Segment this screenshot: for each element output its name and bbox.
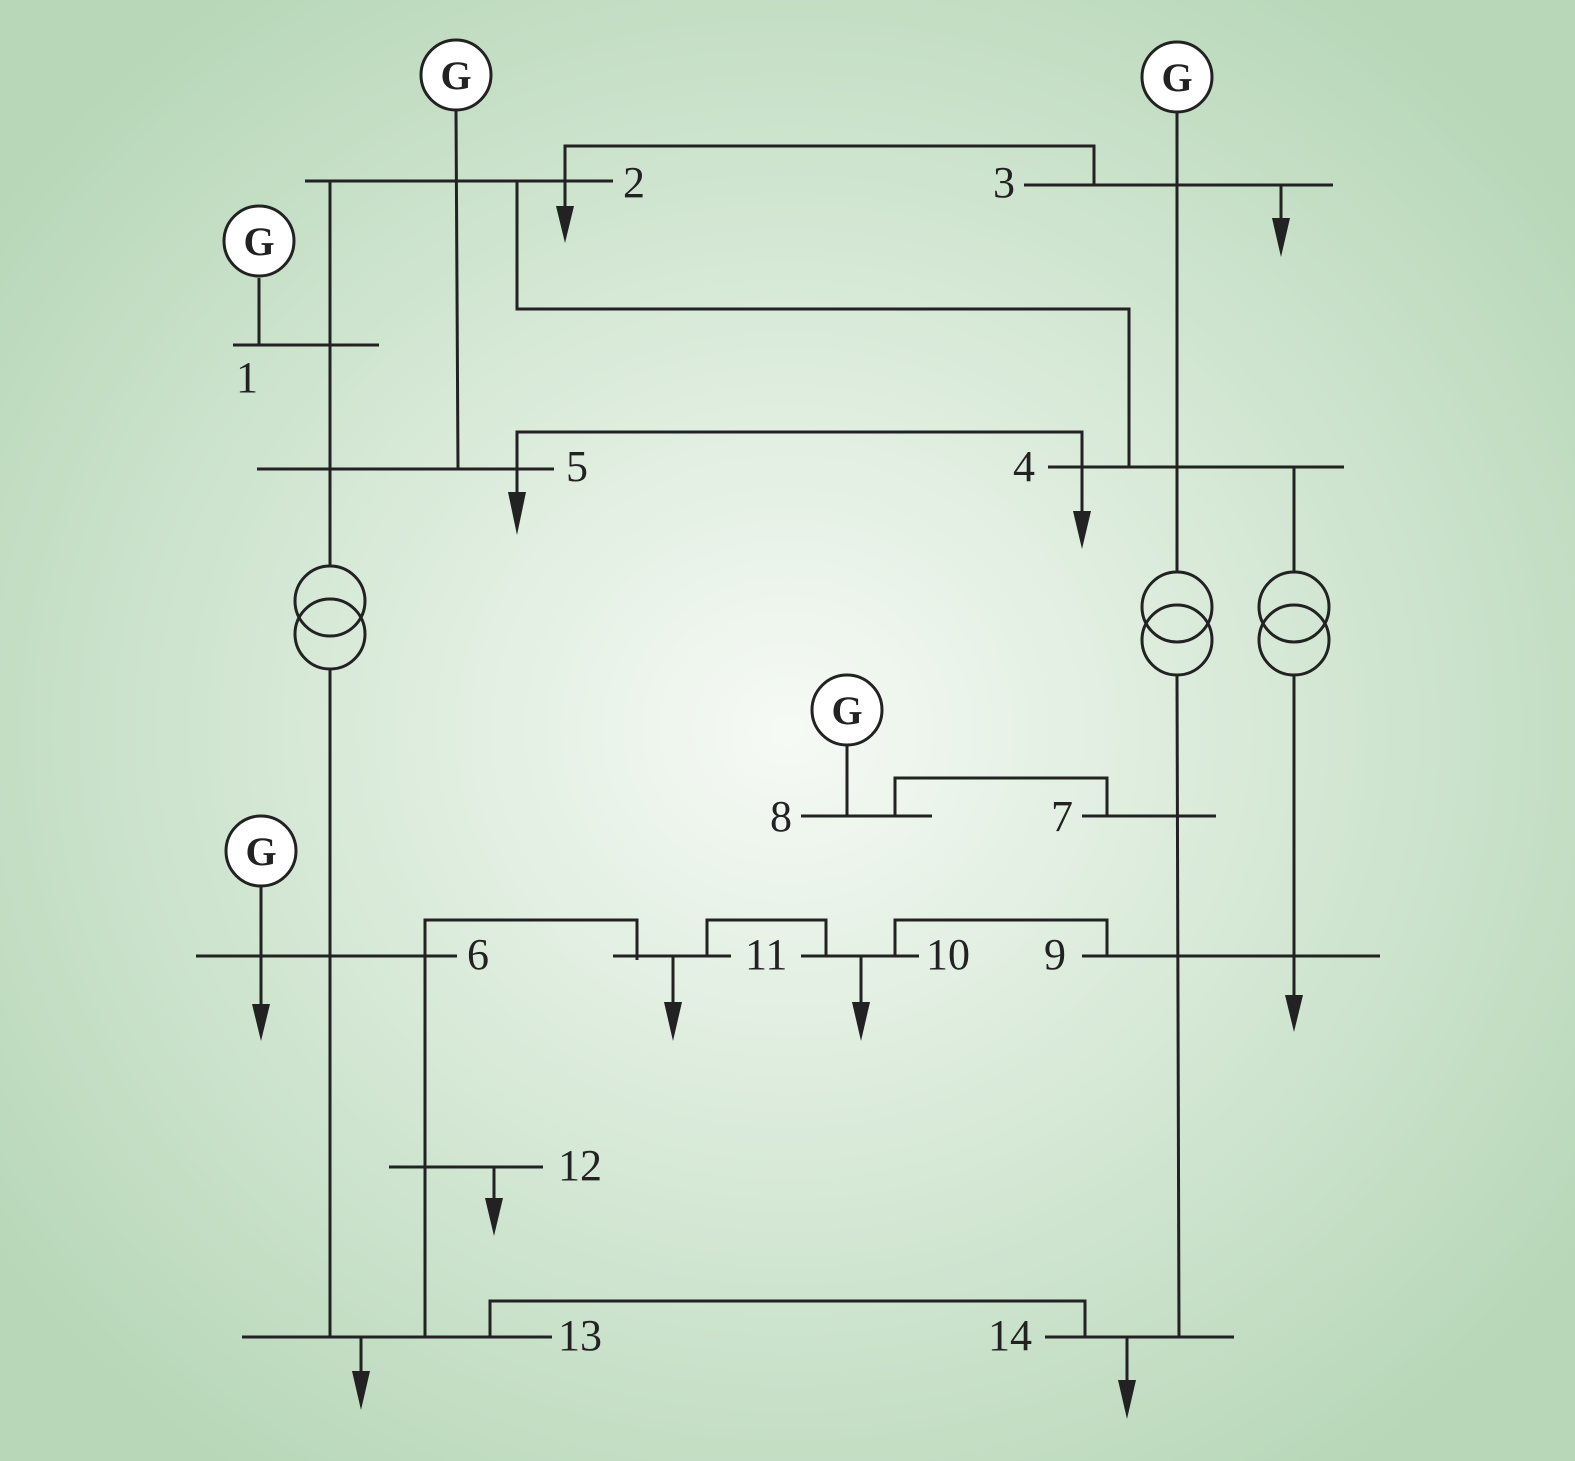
bus-label-2: 2 [623,158,645,207]
generator-symbol: G [831,688,862,733]
transformer-4-7-coil-upper [1140,570,1214,644]
generator-bus-1: G [222,204,296,278]
bus-label-12: 12 [558,1141,602,1190]
bus-bars [196,179,1380,1339]
bus-labels: 1 2 3 4 5 6 7 8 9 10 11 12 13 14 [236,158,1073,1360]
transformer-4-7-lower-lead [1175,675,1181,1338]
generator-circle [810,673,884,747]
load-arrow-bus-10 [852,1002,870,1041]
bus-label-5: 5 [566,442,588,491]
line-9-10 [893,918,1109,956]
generator-circle [222,204,296,278]
bus-label-1: 1 [236,353,258,402]
bus-label-4: 4 [1013,442,1035,491]
connection-lines [257,109,1296,1382]
line-4-5 [515,430,1084,513]
bus-label-7: 7 [1051,792,1073,841]
generator-circle [1140,40,1214,114]
bus-label-3: 3 [993,158,1015,207]
load-arrow-bus-4 [1073,511,1091,549]
transformer-4-7-coil-lower [1140,603,1214,677]
generator-bus-2: G [419,38,493,112]
transformer-4-9-coil-lower [1257,603,1331,677]
generator-symbol: G [243,219,274,264]
bus-label-13: 13 [558,1311,602,1360]
line-6-12 [488,1299,1087,1337]
load-arrow-bus-6 [252,1004,270,1041]
bus-label-6: 6 [467,930,489,979]
line-2-4 [515,181,1131,467]
bus-label-9: 9 [1044,930,1066,979]
transformer-4-7 [1140,570,1214,677]
transformer-4-9 [1257,570,1331,677]
generator-symbol: G [1161,55,1192,100]
generator-symbol: G [440,53,471,98]
load-arrows [252,206,1303,1419]
bus-label-8: 8 [770,792,792,841]
load-arrow-bus-12 [485,1198,503,1236]
load-arrow-bus-2 [556,206,574,243]
generator-symbol: G [245,829,276,874]
line-6-13 [423,918,639,1337]
line-2-3 [563,144,1096,208]
transformer-5-6 [293,564,367,671]
load-arrow-bus-9 [1285,995,1303,1032]
generator-circle [419,38,493,112]
bus-label-14: 14 [988,1311,1032,1360]
generator-circle [224,814,298,888]
generator-bus-3: G [1140,40,1214,114]
bus-label-10: 10 [926,930,970,979]
transformer-5-6-coil-upper [293,564,367,638]
line-7-8 [893,776,1109,816]
generator-bus-6: G [224,814,298,888]
load-arrow-bus-3 [1272,218,1290,257]
transformer-5-6-coil-lower [293,597,367,671]
line-6-11 [705,918,828,956]
generator-bus-8: G [810,673,884,747]
load-arrow-bus-14 [1118,1380,1136,1419]
line-2-5 [454,109,460,470]
load-arrow-bus-13 [352,1371,370,1410]
load-arrow-bus-5 [508,492,526,535]
load-arrow-bus-11 [664,1002,682,1041]
transformer-4-9-coil-upper [1257,570,1331,644]
bus-label-11: 11 [745,930,787,979]
